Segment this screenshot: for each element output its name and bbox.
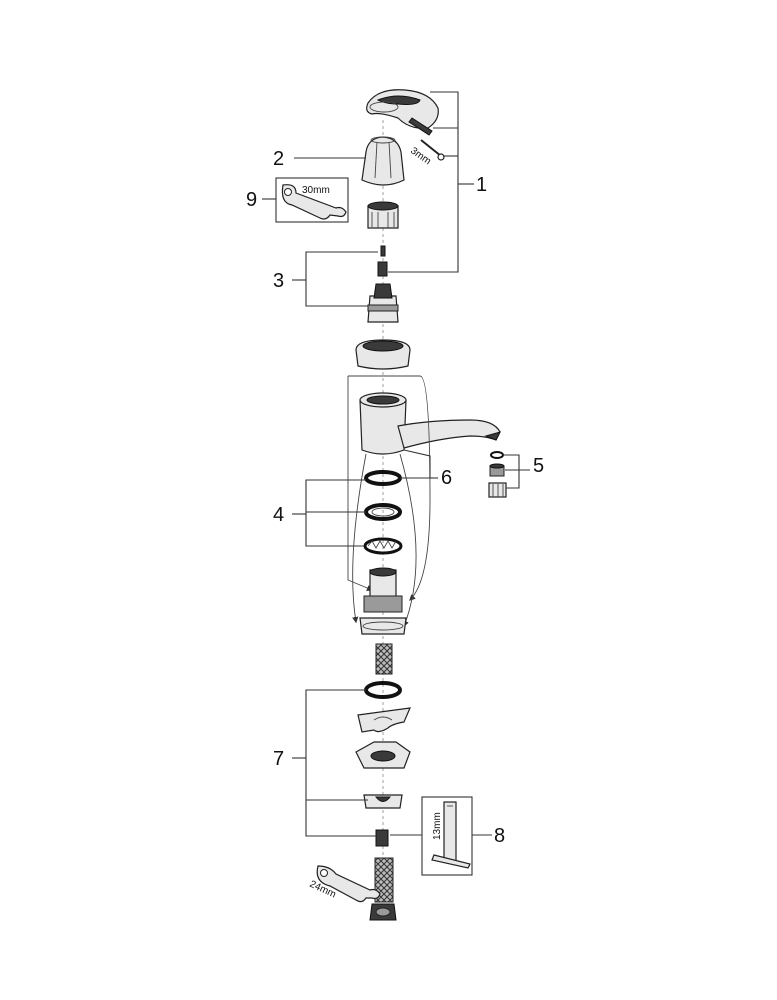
threaded-base-shank bbox=[359, 567, 407, 635]
wrench-30mm-size-label: 30mm bbox=[302, 185, 330, 196]
callout-2: 2 bbox=[273, 148, 284, 170]
wrench-24mm-icon bbox=[316, 865, 381, 903]
callout-3: 3 bbox=[273, 270, 284, 292]
callout-6-bracket bbox=[400, 449, 431, 479]
callout-4-bracket bbox=[305, 479, 366, 547]
cartridge-retaining-ring bbox=[355, 339, 411, 370]
c-washer bbox=[363, 794, 403, 809]
aerator-insert bbox=[489, 463, 505, 477]
wrench-30mm-box bbox=[275, 177, 349, 223]
aerator-seal bbox=[490, 451, 504, 459]
lower-supply-hoses bbox=[374, 857, 394, 903]
callout-3-bracket bbox=[305, 251, 378, 307]
base-seal-2 bbox=[363, 537, 403, 555]
assembly-arrow bbox=[348, 375, 431, 601]
upper-supply-hoses bbox=[375, 643, 393, 675]
hose-nut bbox=[369, 903, 397, 921]
ceramic-cartridge bbox=[367, 283, 399, 323]
cartridge-nut bbox=[367, 201, 399, 229]
callout-5: 5 bbox=[533, 455, 544, 477]
body-seal-ring bbox=[364, 470, 402, 486]
small-screw bbox=[377, 245, 388, 277]
callout-8: 8 bbox=[494, 825, 505, 847]
callout-4: 4 bbox=[273, 504, 284, 526]
callout-5-bracket bbox=[503, 454, 520, 489]
callout-1: 1 bbox=[476, 174, 487, 196]
allen-key-size-label: 3mm bbox=[408, 145, 433, 167]
allen-screw bbox=[408, 117, 433, 136]
key-tool-13mm-box bbox=[421, 796, 473, 876]
handle-cap bbox=[361, 136, 405, 186]
aerator-housing bbox=[488, 482, 507, 498]
hex-fixing-plate bbox=[355, 741, 411, 769]
key-tool-size-label: 13mm bbox=[432, 812, 443, 840]
wrench-30mm-icon bbox=[281, 184, 347, 220]
callout-1-bracket bbox=[388, 91, 459, 273]
callout-7-bracket bbox=[305, 689, 376, 837]
callout-7: 7 bbox=[273, 748, 284, 770]
callout-6: 6 bbox=[441, 467, 452, 489]
allen-key-icon bbox=[420, 139, 445, 161]
key-tool-13mm-icon bbox=[431, 801, 471, 869]
threaded-rod-nut bbox=[375, 829, 389, 847]
callout-9: 9 bbox=[246, 189, 257, 211]
horseshoe-washer bbox=[357, 707, 411, 733]
lever-handle bbox=[366, 89, 439, 129]
mixer-body-with-spout bbox=[359, 392, 501, 455]
